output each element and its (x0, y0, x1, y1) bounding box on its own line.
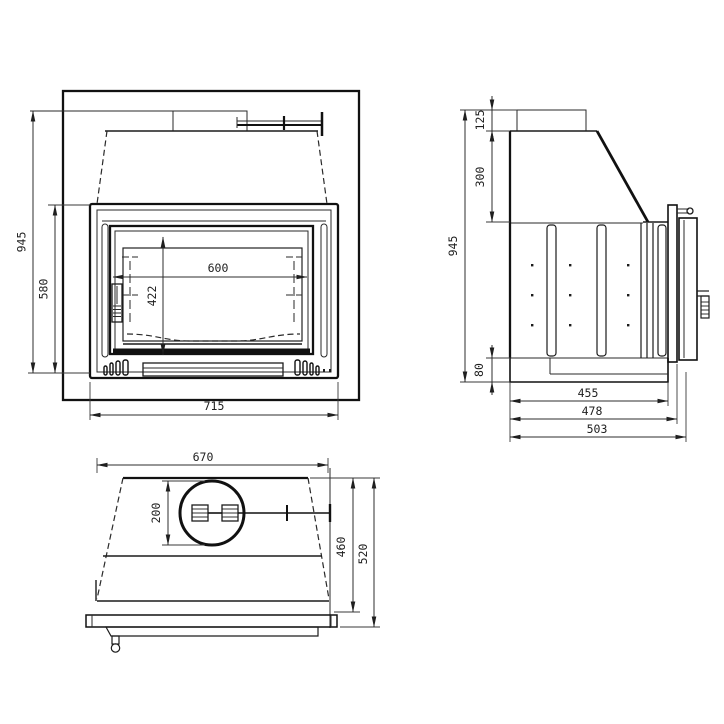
mounting-plate (667, 204, 678, 363)
hood-right-slope (307, 477, 330, 600)
dim-front-insert-height: 580 (37, 204, 90, 374)
dim-label-300: 300 (473, 167, 487, 188)
damper-rod-top (208, 504, 332, 522)
door-frame-inner (114, 230, 309, 350)
dim-label-600: 600 (208, 261, 229, 275)
dim-hood-height: 300 (473, 130, 510, 223)
surround-strip (85, 614, 338, 628)
rivet-dots (531, 264, 630, 327)
dim-label-478: 478 (582, 404, 603, 418)
dim-side-overall-height: 945 (446, 109, 510, 383)
base-box (509, 358, 669, 383)
dim-body-depth: 455 (509, 382, 669, 406)
control-knob (110, 635, 121, 653)
dim-glass-height: 422 (145, 236, 166, 356)
dim-overall-depth: 503 (509, 372, 687, 442)
damper-rod-front (236, 112, 324, 136)
dim-glass-width: 600 (112, 261, 308, 280)
dim-flue-collar-height: 125 (473, 96, 510, 146)
side-view: 945 125 300 80 455 (446, 96, 710, 442)
dim-label-200: 200 (149, 503, 163, 524)
dim-base-height: 80 (472, 345, 510, 395)
hinge-pin (677, 207, 694, 215)
dim-front-overall-height: 945 (15, 110, 90, 374)
ash-lip-tray (142, 362, 284, 377)
door-side (678, 217, 698, 361)
dim-label-945-front: 945 (15, 232, 29, 253)
dim-flue-diameter: 200 (149, 480, 205, 546)
dim-front-insert-width: 715 (89, 382, 339, 420)
hood-side (510, 130, 668, 224)
lower-strip (104, 626, 319, 637)
dim-label-715: 715 (204, 399, 225, 413)
door-frame (108, 224, 315, 356)
front-view: 945 580 600 422 715 (15, 89, 361, 420)
trim-strip-left (101, 223, 109, 358)
vent-slots-right (294, 359, 331, 376)
flue-stub-side (516, 109, 587, 132)
dim-label-460: 460 (334, 537, 348, 558)
andiron-marks (122, 256, 302, 326)
dim-label-422: 422 (145, 286, 159, 307)
dim-label-80: 80 (472, 363, 486, 377)
dim-top-overall-depth: 520 (340, 477, 380, 628)
vent-slots-left (103, 359, 129, 376)
dim-label-125: 125 (473, 110, 487, 131)
insert-frame (88, 202, 340, 380)
hood-left-slope (96, 477, 124, 600)
top-view: 670 200 460 520 (85, 450, 380, 653)
dim-label-455: 455 (578, 386, 599, 400)
dim-label-503: 503 (587, 422, 608, 436)
dim-label-520: 520 (356, 544, 370, 565)
dim-label-945-side: 945 (446, 236, 460, 257)
log-retainer-line (126, 333, 301, 342)
hood-front (96, 130, 328, 205)
dim-top-body-width: 670 (96, 450, 329, 473)
wall-frame (61, 89, 361, 402)
door-handle-front (111, 283, 123, 323)
trim-strip-right (320, 223, 328, 358)
dim-top-body-depth: 460 (334, 477, 360, 613)
dim-label-580: 580 (37, 279, 51, 300)
dim-label-670: 670 (193, 450, 214, 464)
insert-frame-inner (96, 209, 332, 373)
door-handle-side (697, 290, 710, 319)
heat-exchanger-ribs (546, 223, 667, 358)
flue-stub-front (172, 110, 248, 132)
dim-frame-depth: 478 (509, 364, 678, 424)
